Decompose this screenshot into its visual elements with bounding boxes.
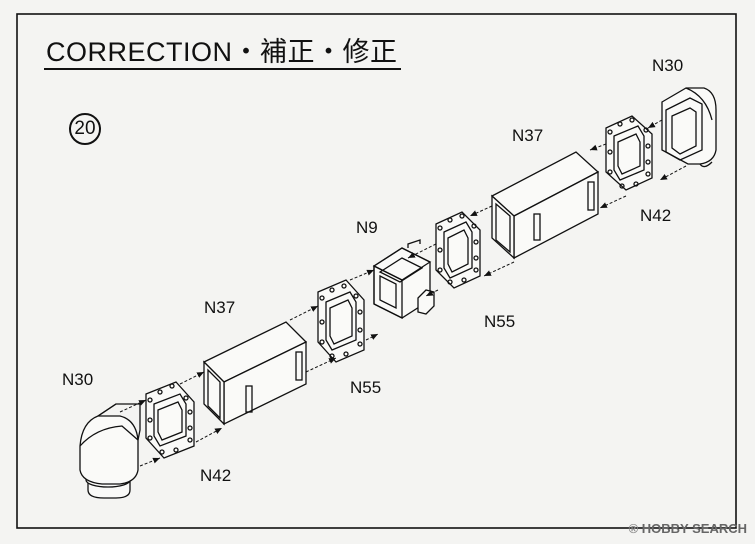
part-n37-box-top (490, 151, 600, 260)
label-n9: N9 (356, 218, 378, 237)
label-n42-top: N42 (640, 206, 672, 225)
part-n42-flange-top (605, 115, 653, 191)
label-n30-bottom: N30 (62, 370, 94, 389)
label-n55-bottom: N55 (350, 378, 382, 397)
label-n37-top: N37 (512, 126, 544, 145)
title-underline (44, 68, 401, 70)
correction-title: CORRECTION・補正・修正 (46, 37, 398, 67)
part-n42-flange-bottom (145, 381, 195, 459)
part-n9-center (372, 239, 435, 320)
watermark-logo-icon: ® (628, 521, 639, 536)
hobbysearch-watermark: ® HOBBY SEARCH (628, 521, 747, 536)
part-n37-box-bottom (202, 321, 308, 426)
label-n42-bottom: N42 (200, 466, 232, 485)
label-n30-top: N30 (652, 56, 684, 75)
part-n30-elbow-bottom (79, 403, 141, 499)
part-n55-flange-top (435, 211, 481, 289)
step-number-badge: 20 (69, 113, 101, 145)
assembly-arrows (119, 119, 687, 467)
part-n30-elbow-top (661, 87, 717, 168)
part-n55-flange-bottom (317, 279, 365, 363)
label-n37-bottom: N37 (204, 298, 236, 317)
page-frame (16, 13, 737, 529)
label-n55-top: N55 (484, 312, 516, 331)
